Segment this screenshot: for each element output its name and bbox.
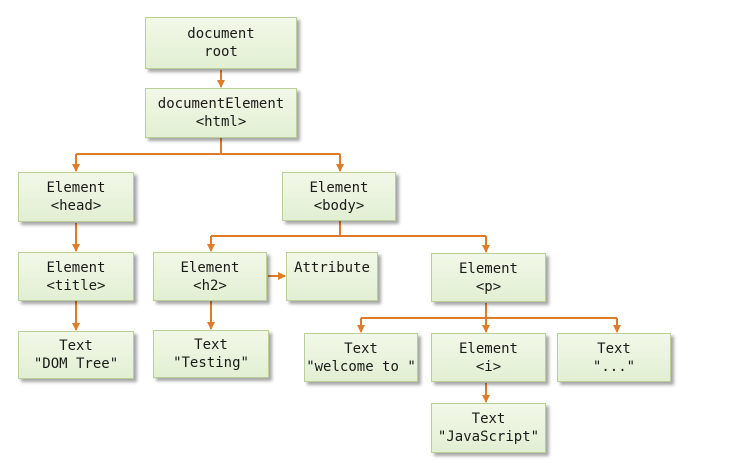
node-value-label: "Testing" — [173, 355, 249, 371]
node-value-label: root — [204, 44, 238, 60]
node-type-label: Text — [59, 338, 93, 354]
node-type-label: Attribute — [294, 260, 370, 276]
node-value-label: "welcome to " — [306, 358, 416, 375]
node-type-label: Element — [46, 180, 106, 196]
node-element-head: Element <head> — [18, 172, 134, 222]
node-type-label: Text — [344, 340, 378, 357]
node-type-label: Element — [458, 260, 518, 277]
node-value-label: <head> — [50, 198, 102, 214]
node-value-label: <html> — [195, 114, 247, 130]
node-element-i: Element <i> — [431, 333, 546, 382]
node-value-label: <i> — [475, 358, 502, 375]
node-attribute: Attribute — [286, 252, 378, 301]
node-value-label: <h2> — [193, 277, 227, 294]
node-document-element: documentElement <html> — [145, 88, 297, 138]
node-value-label: "JavaScript" — [437, 429, 540, 445]
node-text-dom-tree: Text "DOM Tree" — [18, 331, 134, 379]
node-text-javascript: Text "JavaScript" — [431, 403, 546, 453]
node-type-label: Element — [309, 179, 369, 196]
node-element-body: Element <body> — [282, 172, 396, 221]
node-value-label: <title> — [46, 277, 106, 294]
node-element-p: Element <p> — [431, 253, 546, 302]
node-text-testing: Text "Testing" — [153, 330, 269, 378]
node-element-h2: Element <h2> — [153, 252, 267, 301]
node-text-ellipsis: Text "..." — [557, 333, 671, 382]
node-document-root: document root — [145, 17, 297, 69]
node-type-label: Element — [46, 259, 106, 276]
node-type-label: Text — [194, 337, 228, 353]
node-value-label: "DOM Tree" — [33, 356, 119, 372]
node-value-label: "..." — [592, 358, 636, 375]
node-value-label: <p> — [475, 278, 502, 295]
node-type-label: Text — [471, 411, 506, 427]
node-type-label: Element — [180, 259, 240, 276]
node-value-label: <body> — [313, 197, 365, 214]
node-type-label: documentElement — [157, 96, 285, 112]
node-type-label: document — [187, 26, 255, 42]
node-element-title: Element <title> — [18, 252, 134, 301]
node-text-welcome: Text "welcome to " — [304, 333, 418, 382]
node-type-label: Text — [597, 340, 631, 357]
node-type-label: Element — [458, 340, 518, 357]
